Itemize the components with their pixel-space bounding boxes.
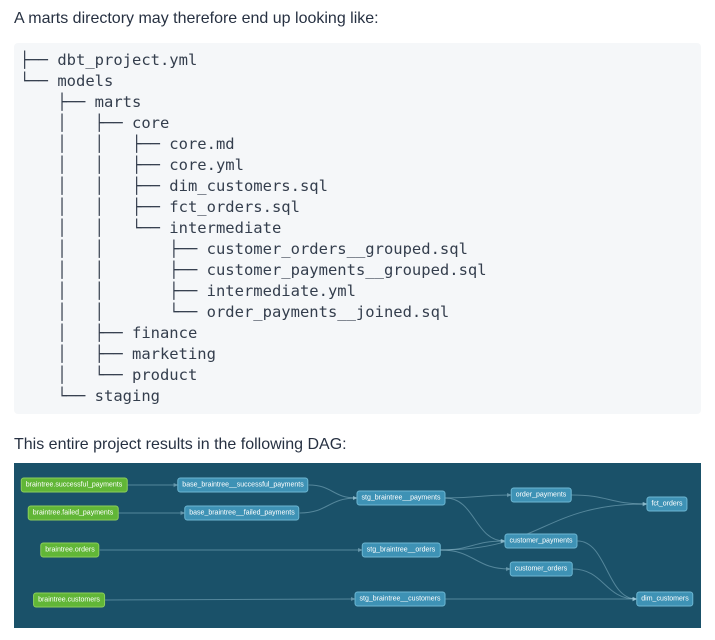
dag-node-braintree.customers[interactable]: braintree.customers	[33, 592, 105, 608]
dag-node-order_payments[interactable]: order_payments	[510, 487, 572, 503]
intro-text: A marts directory may therefore end up l…	[14, 10, 379, 27]
dag-intro-text: This entire project results in the follo…	[14, 436, 347, 453]
dag-node-stg_braintree__orders[interactable]: stg_braintree__orders	[361, 542, 441, 558]
dag-edge-stg_braintree__orders--customer_payments	[440, 538, 506, 551]
dag-node-base_braintree__successful_payments[interactable]: base_braintree__successful_payments	[177, 477, 309, 493]
dag-node-stg_braintree__payments[interactable]: stg_braintree__payments	[356, 490, 446, 506]
dag-panel: braintree.successful_payments braintree.f…	[14, 463, 701, 628]
dag-edge-order_payments--fct_orders	[571, 494, 648, 507]
dag-node-customer_payments[interactable]: customer_payments	[504, 533, 578, 549]
dag-edge-customer_payments--dim_customers	[577, 540, 638, 602]
dag-edge-base_braintree__failed_payments--stg_braintree__payments	[299, 495, 358, 514]
dag-edge-stg_braintree__orders--fct_orders	[440, 501, 648, 551]
dag-edge-braintree.customers--stg_braintree__customers	[104, 596, 356, 602]
dag-node-braintree.orders[interactable]: braintree.orders	[40, 542, 100, 558]
dag-edge-stg_braintree__payments--customer_payments	[445, 497, 506, 544]
dag-edge-base_braintree__successful_payments--stg_braintree__payments	[308, 484, 358, 501]
dag-node-base_braintree__failed_payments[interactable]: base_braintree__failed_payments	[184, 505, 300, 521]
dag-node-braintree.failed_payments[interactable]: braintree.failed_payments	[27, 505, 119, 521]
dag-node-customer_orders[interactable]: customer_orders	[509, 561, 573, 577]
dag-edge-stg_braintree__payments--order_payments	[445, 492, 512, 499]
dag-edge-customer_orders--dim_customers	[572, 568, 638, 602]
dag-node-dim_customers[interactable]: dim_customers	[636, 591, 694, 607]
dag-node-stg_braintree__customers[interactable]: stg_braintree__customers	[354, 591, 446, 607]
dag-node-braintree.successful_payments[interactable]: braintree.successful_payments	[20, 477, 128, 493]
dag-edges-layer	[99, 482, 648, 602]
dag-node-fct_orders[interactable]: fct_orders	[646, 496, 688, 512]
dag-edge-stg_braintree__orders--customer_orders	[440, 549, 511, 572]
directory-tree-code-block: ├── dbt_project.yml └── models ├── marts…	[14, 43, 701, 414]
